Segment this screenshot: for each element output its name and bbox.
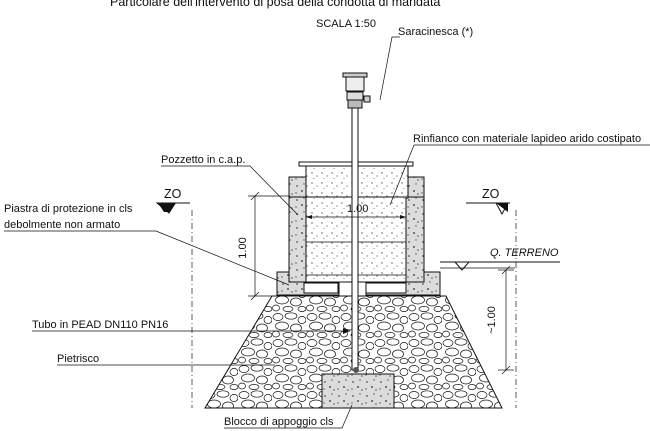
zo-right-marker — [466, 202, 510, 216]
piastra-leader — [4, 230, 290, 286]
blocco-label: Blocco di appoggio cls — [224, 416, 334, 428]
blocco-leader — [224, 404, 353, 429]
rinfianco-leader — [389, 144, 415, 206]
width-dimension — [306, 215, 406, 219]
saracinesca-label: Saracinesca (*) — [398, 26, 473, 38]
scale-label: SCALA 1:50 — [316, 18, 376, 30]
piastra-label-1: Piastra di protezione in cls — [4, 203, 133, 215]
depth-dimension-label: ~1.00 — [486, 306, 498, 334]
pozzetto — [288, 161, 425, 283]
pietrisco-label: Pietrisco — [57, 353, 99, 365]
width-dimension-label: 1.00 — [347, 203, 368, 215]
depth-dimension — [498, 265, 514, 375]
tubo-label: Tubo in PEAD DN110 PN16 — [32, 319, 168, 331]
pozzetto-leader — [161, 165, 299, 216]
height-dimension-label: 1.00 — [237, 237, 249, 258]
pozzetto-label: Pozzetto in c.a.p. — [161, 154, 245, 166]
blocco-cls — [321, 373, 395, 409]
height-dimension — [248, 191, 290, 301]
terreno-marker — [440, 261, 560, 271]
rinfianco-label: Rinfianco con materiale lapideo arido co… — [413, 133, 641, 145]
piastra-label-2: debolmente non armato — [4, 219, 120, 231]
zo-left-marker — [155, 202, 190, 214]
saracinesca-leader — [379, 36, 400, 101]
zo-left-label: ZO — [164, 187, 182, 201]
zo-right-label: ZO — [482, 187, 500, 201]
header-top-line: Particolare dell'intervento di posa dell… — [110, 0, 440, 9]
terreno-label: Q. TERRENO — [490, 247, 559, 259]
pipe-assembly — [342, 72, 371, 373]
